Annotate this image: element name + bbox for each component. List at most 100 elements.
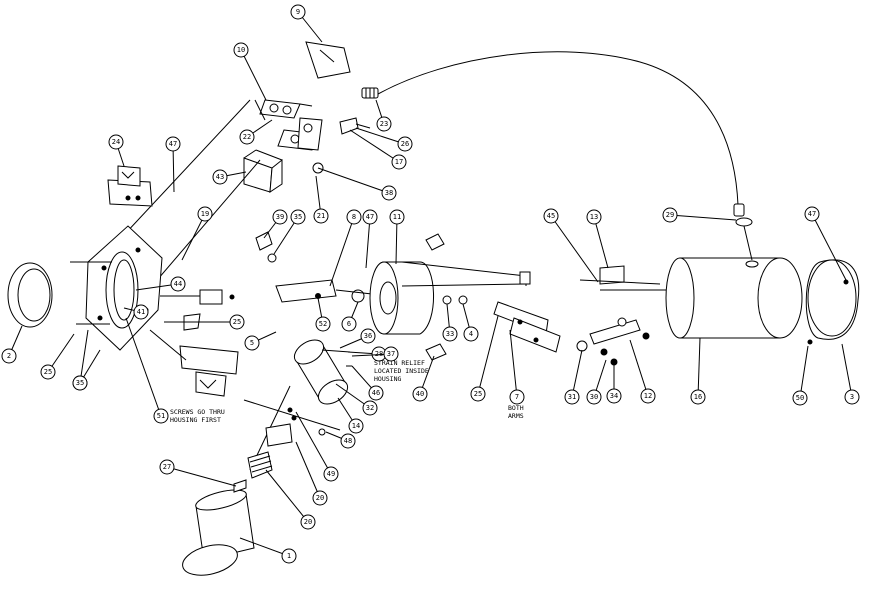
callout-19: 19 <box>181 206 213 261</box>
callout-35: 35 <box>273 209 306 255</box>
callout-circle <box>397 136 413 152</box>
callout-circle <box>586 209 602 225</box>
callout-label: 45 <box>547 212 555 220</box>
callout-label: 43 <box>216 173 224 181</box>
callout-circle <box>586 389 602 405</box>
callout-circle <box>844 389 860 405</box>
reflector-housing-part <box>369 233 527 361</box>
callout-circle <box>72 375 88 391</box>
callout-37: 37 <box>351 346 399 362</box>
cylinder-housing-part <box>665 257 803 339</box>
callout-44: 44 <box>135 276 186 292</box>
callout-label: 48 <box>344 437 352 445</box>
leader-line <box>349 129 400 163</box>
leader-line <box>811 213 847 281</box>
callout-36: 36 <box>339 328 376 349</box>
callout-circle <box>290 209 306 225</box>
callout-25: 25 <box>470 315 499 402</box>
callout-25: 25 <box>40 333 75 380</box>
callout-circle <box>40 364 56 380</box>
callout-14: 14 <box>337 397 364 434</box>
callout-52: 52 <box>315 297 331 332</box>
leader-line <box>295 411 332 475</box>
callout-label: 23 <box>380 120 388 128</box>
screw-part <box>318 428 326 436</box>
callout-label: 5 <box>250 339 254 347</box>
clamp-bracket-part <box>243 149 283 193</box>
cover-plate-part <box>305 41 351 79</box>
callout-12: 12 <box>629 339 656 404</box>
note-strain-line2: LOCATED INSIDE <box>374 367 429 375</box>
callout-label: 11 <box>393 213 401 221</box>
leader-line <box>79 329 89 384</box>
clip-part <box>339 117 371 135</box>
callout-label: 38 <box>385 189 393 197</box>
rear-arm-bracket-part <box>576 317 650 366</box>
nut-part <box>458 295 468 305</box>
callout-label: 49 <box>327 470 335 478</box>
callout-21: 21 <box>313 175 329 224</box>
leader-line <box>550 215 599 283</box>
callout-label: 51 <box>157 412 165 420</box>
callout-32: 32 <box>335 383 378 416</box>
callout-circle <box>412 386 428 402</box>
callout-circle <box>323 466 339 482</box>
leader-line <box>395 216 398 265</box>
callout-1: 1 <box>239 537 297 564</box>
leader-line <box>47 333 75 373</box>
callout-circle <box>470 386 486 402</box>
lamp-socket-part <box>293 339 352 405</box>
callout-label: 9 <box>296 8 300 16</box>
callout-11: 11 <box>389 209 405 265</box>
callout-3: 3 <box>841 343 860 405</box>
strain-relief-part <box>361 87 379 99</box>
callout-label: 36 <box>364 332 372 340</box>
callout-17: 17 <box>349 129 407 170</box>
callout-circle <box>300 514 316 530</box>
washer-part <box>442 295 452 305</box>
leader-line <box>365 216 371 269</box>
note-strain-line3: HOUSING <box>374 375 401 383</box>
callout-circle <box>391 154 407 170</box>
callout-label: 40 <box>416 390 424 398</box>
note-strain-line1: STRAIN RELIEF <box>374 359 425 367</box>
callout-circle <box>290 4 306 20</box>
callout-circle <box>362 209 378 225</box>
leader-line <box>172 143 175 193</box>
callout-label: 4 <box>469 330 473 338</box>
callout-label: 13 <box>590 213 598 221</box>
callout-4: 4 <box>462 303 479 342</box>
leader-line <box>265 469 309 523</box>
leader-line <box>799 345 809 399</box>
callout-circle <box>662 207 678 223</box>
power-cable <box>377 51 739 206</box>
callout-label: 39 <box>276 213 284 221</box>
lower-bracket-part <box>149 329 239 397</box>
note-screws-line1: SCREWS GO THRU <box>170 408 225 416</box>
callout-circle <box>360 328 376 344</box>
callout-circle <box>281 548 297 564</box>
callout-circle <box>244 335 260 351</box>
callout-49: 49 <box>295 411 339 482</box>
callout-label: 47 <box>366 213 374 221</box>
callout-10: 10 <box>233 42 267 101</box>
callout-circle <box>564 389 580 405</box>
callout-30: 30 <box>586 359 607 405</box>
callout-label: 52 <box>319 320 327 328</box>
trim-ring-part <box>7 262 53 328</box>
callout-circle <box>313 208 329 224</box>
cable-gland-part <box>733 203 753 261</box>
callout-circle <box>340 433 356 449</box>
callout-circle <box>233 42 249 58</box>
callout-circle <box>804 206 820 222</box>
yoke-arms-part <box>493 271 561 353</box>
callout-label: 25 <box>474 390 482 398</box>
note-arms-line2: ARMS <box>508 412 524 420</box>
note-arms-line1: BOTH <box>508 404 524 412</box>
callout-16: 16 <box>690 337 706 405</box>
callout-circle <box>108 134 124 150</box>
callout-circle <box>346 209 362 225</box>
callout-label: 8 <box>352 213 356 221</box>
callout-label: 41 <box>137 308 145 316</box>
